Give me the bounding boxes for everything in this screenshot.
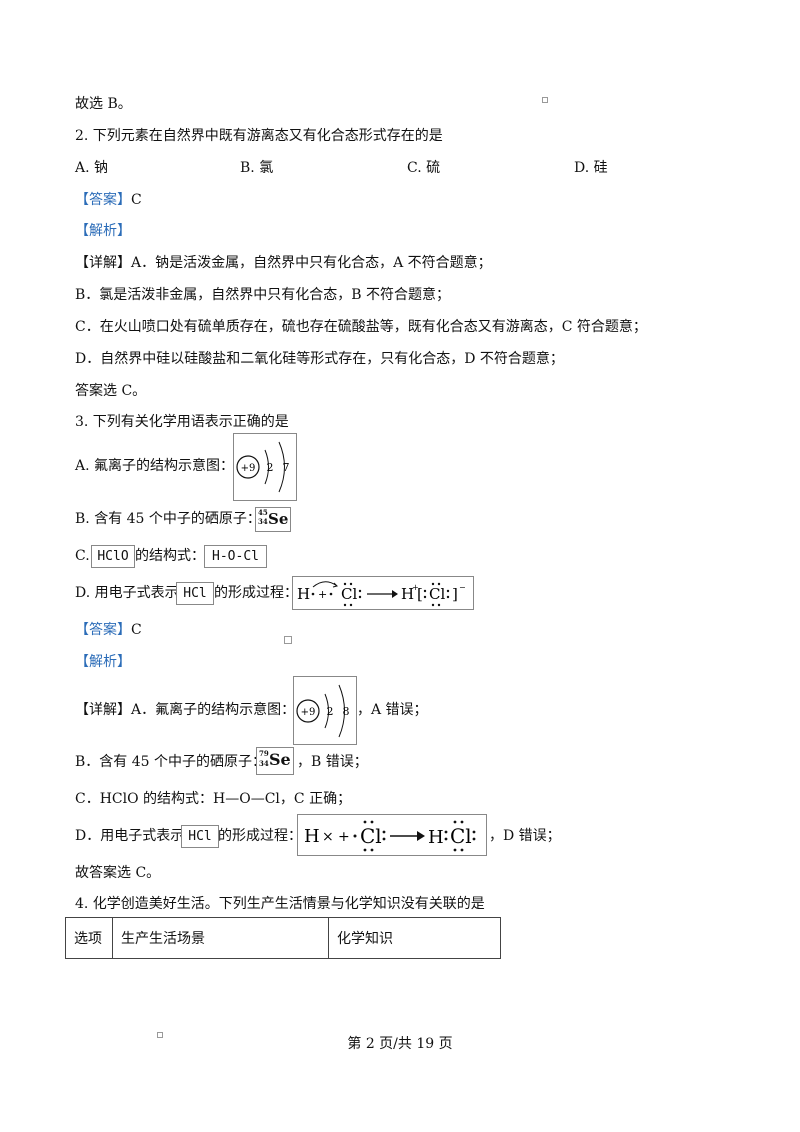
intro-text: 故选 B。 xyxy=(75,96,132,112)
q3-detail-d-suffix: ，D 错误； xyxy=(489,828,561,844)
answer-tag: 【答案】 xyxy=(75,192,131,208)
svg-text:Cl: Cl xyxy=(341,585,357,603)
svg-text:+: + xyxy=(412,583,419,592)
analysis-tag: 【解析】 xyxy=(75,654,131,670)
shell-1-count: 2 xyxy=(327,705,334,718)
q3-detail-b-suffix: ，B 错误； xyxy=(297,754,368,770)
q3-option-d-suffix: 的形成过程： xyxy=(214,585,298,601)
q4-table: 选项 生产生活场景 化学知识 xyxy=(65,917,501,959)
q3-option-c-prefix: C. xyxy=(75,548,90,564)
q2-detail-b: B．氯是活泼非金属，自然界中只有化合态，B 不符合题意； xyxy=(75,287,451,303)
answer-tag: 【答案】 xyxy=(75,622,131,638)
detail-tag: 【详解】 xyxy=(75,702,131,718)
q3-detail-d-prefix: D．用电子式表示 xyxy=(75,828,185,844)
svg-text:−: − xyxy=(459,583,466,592)
q3-detail-a-suffix: ，A 错误； xyxy=(357,702,428,718)
hcl-formula: HCl xyxy=(176,582,214,605)
marker xyxy=(542,97,548,103)
q3-conclusion: 故答案选 C。 xyxy=(75,865,161,881)
hcl-formation-correct: H × + Cl H Cl xyxy=(297,814,487,856)
svg-text:H: H xyxy=(297,585,310,603)
q4-question: 4. 化学创造美好生活。下列生产生活情景与化学知识没有关联的是 xyxy=(75,896,485,912)
q2-option-b: B. 氯 xyxy=(240,160,274,176)
svg-text:H: H xyxy=(401,585,414,603)
selenium-symbol-correct: 79 34 Se xyxy=(256,747,294,775)
shell-2-count: 7 xyxy=(283,461,290,474)
table-header-cell: 化学知识 xyxy=(328,917,501,959)
detail-tag: 【详解】 xyxy=(75,255,131,271)
q2-detail-d: D．自然界中硅以硅酸盐和二氧化硅等形式存在，只有化合态，D 不符合题意； xyxy=(75,351,564,367)
q3-detail-b-prefix: B．含有 45 个中子的硒原子： xyxy=(75,754,267,770)
svg-text:[: [ xyxy=(417,585,423,603)
shell-1-count: 2 xyxy=(267,461,274,474)
q3-question: 3. 下列有关化学用语表示正确的是 xyxy=(75,414,289,430)
q3-option-d-suffix: 的形成过程： xyxy=(218,828,302,844)
selenium-symbol-wrong: 45 34 Se xyxy=(255,507,291,532)
fluoride-diagram-correct: +9 2 8 xyxy=(293,676,357,745)
hclo-formula: HClO xyxy=(91,545,135,568)
q3-answer-line: 【答案】C xyxy=(75,620,142,640)
q2-conclusion: 答案选 C。 xyxy=(75,383,147,399)
svg-text:H: H xyxy=(304,826,320,847)
table-header-cell: 选项 xyxy=(65,917,113,959)
svg-text:Cl: Cl xyxy=(360,824,382,848)
q2-option-d: D. 硅 xyxy=(574,160,608,176)
q3-option-b: B. 含有 45 个中子的硒原子： xyxy=(75,511,261,527)
q2-detail-a: 【详解】A．钠是活泼金属，自然界中只有化合态，A 不符合题意； xyxy=(75,255,492,271)
svg-text:]: ] xyxy=(452,585,458,603)
svg-text:+: + xyxy=(338,829,350,845)
answer-value: C xyxy=(131,622,142,638)
answer-value: C xyxy=(131,192,142,208)
hcl-formula: HCl xyxy=(181,825,219,848)
svg-text:Cl: Cl xyxy=(450,824,472,848)
q3-option-c-suffix: 的结构式： xyxy=(135,548,205,564)
q3-option-a: A. 氟离子的结构示意图： xyxy=(75,458,235,474)
svg-text:+: + xyxy=(318,588,327,601)
table-header-cell: 生产生活场景 xyxy=(112,917,329,959)
marker xyxy=(157,1032,163,1038)
table-header-row: 选项 生产生活场景 化学知识 xyxy=(65,917,501,959)
svg-text:Cl: Cl xyxy=(429,585,445,603)
q3-option-d-prefix: D. 用电子式表示 xyxy=(75,585,179,601)
q2-option-a: A. 钠 xyxy=(75,160,109,176)
q3-detail-c: C．HClO 的结构式：H—O—Cl，C 正确； xyxy=(75,791,352,807)
q2-detail-c: C．在火山喷口处有硫单质存在，硫也存在硫酸盐等，既有化合态又有游离态，C 符合题… xyxy=(75,319,647,335)
fluoride-diagram-wrong: +9 2 7 xyxy=(233,433,297,501)
nucleus-charge: +9 xyxy=(241,463,256,474)
q2-option-c: C. 硫 xyxy=(407,160,441,176)
q2-question: 2. 下列元素在自然界中既有游离态又有化合态形式存在的是 xyxy=(75,128,443,144)
hcl-formation-wrong: H + Cl H + [ Cl ] − xyxy=(292,576,474,610)
page-footer: 第 2 页/共 19 页 xyxy=(347,1036,453,1052)
analysis-tag: 【解析】 xyxy=(75,223,131,239)
marker xyxy=(284,636,292,644)
svg-text:×: × xyxy=(322,829,334,845)
svg-text:H: H xyxy=(428,827,444,848)
q3-detail-a-prefix: 【详解】A．氟离子的结构示意图： xyxy=(75,702,296,718)
hclo-structure-wrong: H-O-Cl xyxy=(204,545,267,568)
q2-answer-line: 【答案】C xyxy=(75,190,142,210)
nucleus-charge: +9 xyxy=(301,707,316,718)
shell-2-count: 8 xyxy=(343,705,350,718)
